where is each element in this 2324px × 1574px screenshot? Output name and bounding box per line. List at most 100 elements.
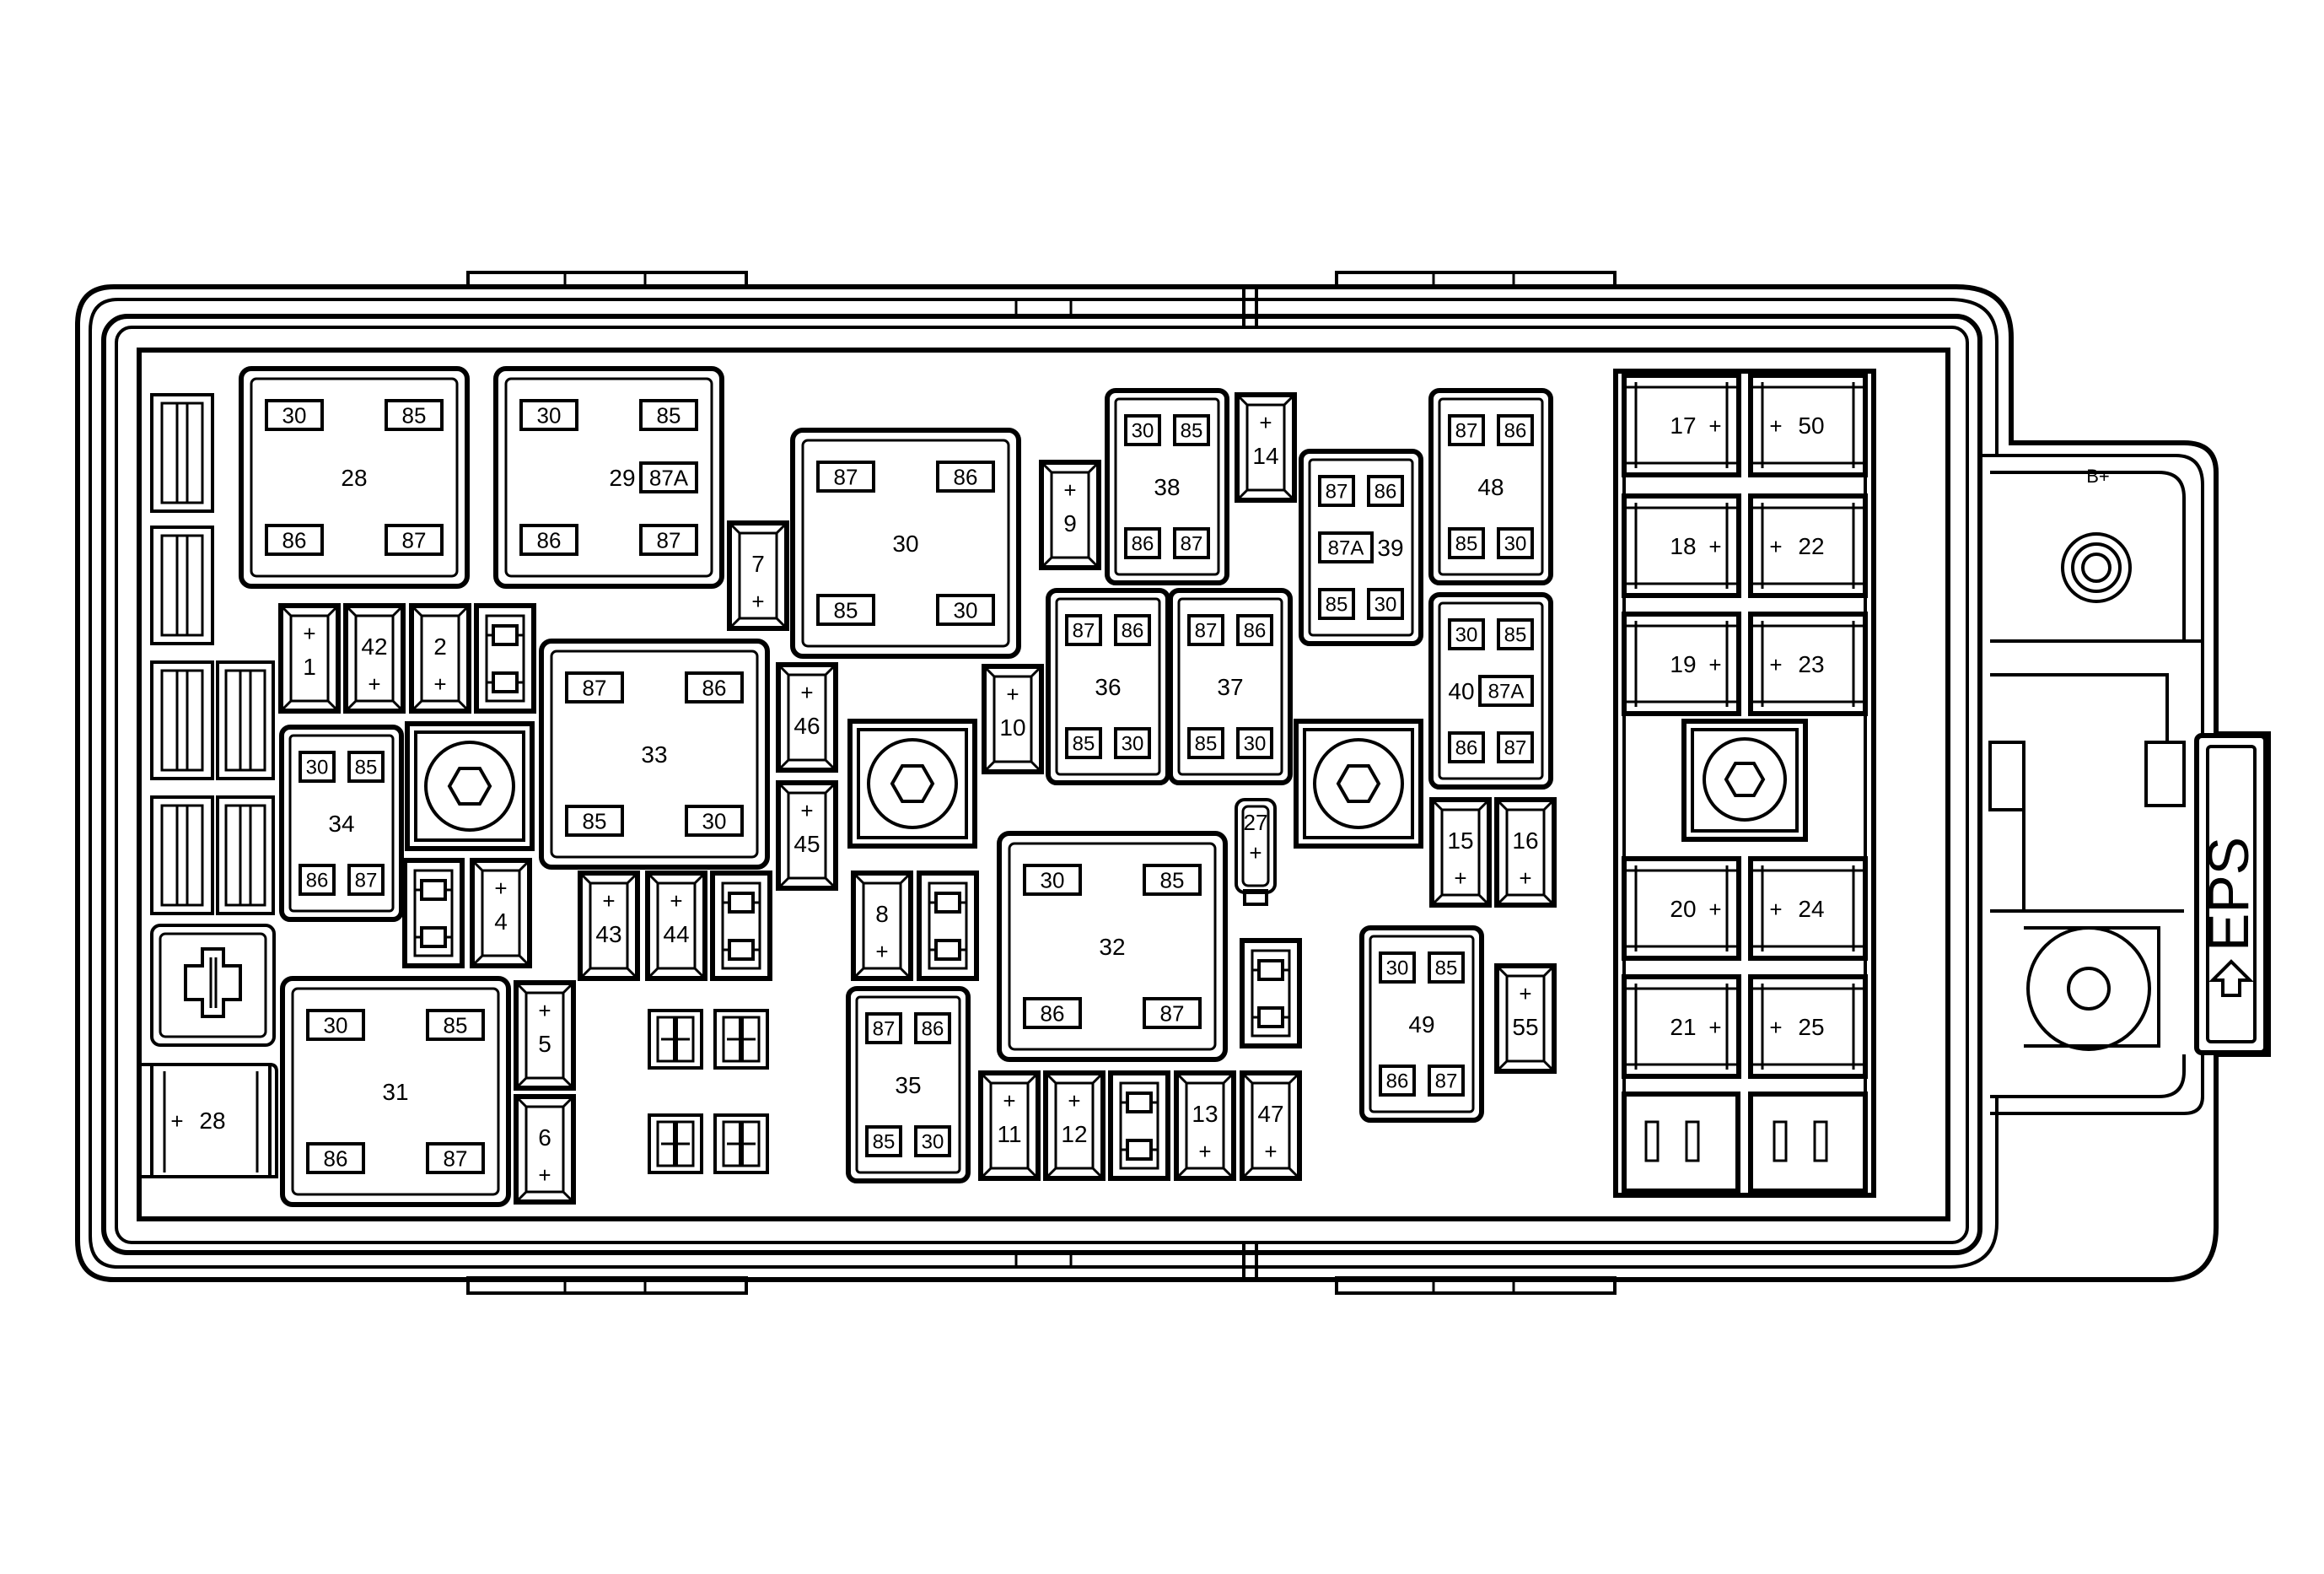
fuse-6-plus: + (538, 1162, 551, 1188)
fuse-10-label: 10 (999, 714, 1025, 741)
fuse-43-label: 43 (595, 921, 621, 947)
spare-fuse-holder (1240, 938, 1302, 1048)
mini-relay-48-pin-tl-box (1448, 414, 1485, 446)
maxi-fuse-label: 28 (199, 1108, 225, 1134)
relay-32-pin-tr: 85 (1160, 867, 1185, 892)
mini-relay-35-pin-bl-box (865, 1125, 902, 1157)
mini-relay-40-pin-tr-box (1497, 618, 1534, 650)
misc-components (402, 603, 1423, 1181)
fuse-27-label: 27 (1244, 810, 1268, 835)
mini-relay-49-pin-br-box (1428, 1065, 1465, 1097)
fuse-9-plus: + (1063, 477, 1076, 503)
jcase-fuse-21-plus: + (1708, 1015, 1721, 1040)
mini-relay-35-pin-bl: 85 (873, 1131, 896, 1154)
fuse-8: 8+ (851, 871, 913, 981)
jcase-fuse-23: +23 (1748, 612, 1868, 716)
mini-relay-39-pin-mid-box (1318, 531, 1374, 563)
relay-28-pin-bl-box (265, 524, 324, 556)
relay-29-pin-mid: 87A (649, 465, 689, 490)
mini-relay-39-pin-tr: 86 (1374, 481, 1397, 504)
mini-relay-48-pin-br-box (1497, 527, 1534, 559)
jcase-fuse-21: 21 + (1622, 974, 1741, 1079)
relay-32-pin-bl: 86 (1041, 1000, 1065, 1026)
relay-32-pin-tl: 30 (1041, 867, 1065, 892)
mini-relay-39-pin-tl-box (1318, 475, 1355, 507)
fuse-11: +11 (978, 1070, 1041, 1181)
jcase-fuse-50-label: 50 (1798, 412, 1824, 439)
fuse-11-label: 11 (997, 1121, 1021, 1147)
mini-relay-35-pin-tr: 86 (922, 1018, 944, 1041)
spare-fuse-holder (917, 871, 979, 981)
mini-relay-37-pin-br-box (1236, 727, 1273, 759)
fuse-44: +44 (645, 871, 707, 981)
mini-relay-49-pin-bl: 86 (1386, 1070, 1409, 1093)
relay-33-pin-tl: 87 (583, 675, 607, 700)
mini-relay-39-label: 39 (1377, 535, 1403, 561)
relay-33-pin-br: 30 (702, 808, 727, 833)
relay-31-pin-bl: 86 (324, 1145, 348, 1171)
fuse-16: 16+ (1494, 797, 1557, 908)
mini-relay-35-pin-tr-box (914, 1012, 951, 1044)
mini-relay-37-pin-bl-box (1187, 727, 1224, 759)
relay-30-pin-bl-box (816, 594, 875, 626)
diode-icon (713, 1009, 769, 1070)
mini-relay-40-pin-mid-box (1478, 675, 1534, 707)
fuse-8-plus: + (875, 939, 888, 964)
jcase-fuse-19-label: 19 (1670, 651, 1696, 677)
fuse-55: +55 (1494, 963, 1557, 1074)
relay-30-pin-tr-box (936, 461, 995, 493)
maxi-fuse-plus: + (170, 1108, 183, 1134)
fuse-6: 6+ (514, 1094, 576, 1205)
relay-29-pin-br-box (639, 524, 698, 556)
mini-relay-40-pin-bl: 86 (1455, 737, 1478, 760)
fuse-7-plus: + (751, 589, 764, 614)
mini-relay-36-label: 36 (1095, 674, 1121, 700)
fuse-13-plus: + (1198, 1139, 1211, 1164)
jcase-fuse-20-plus: + (1708, 897, 1721, 922)
mini-relay-48-pin-bl-box (1448, 527, 1485, 559)
relay-31-pin-br: 87 (444, 1145, 468, 1171)
fuse-27: 27+ (1235, 798, 1277, 906)
jcase-fuse-24-label: 24 (1798, 896, 1824, 922)
fuse-2: 2+ (409, 603, 471, 714)
jcase-fuse-50-plus: + (1769, 413, 1782, 439)
relay-30-pin-br-box (936, 594, 995, 626)
terminal-label: B+ (2086, 466, 2110, 487)
mini-relay-34-pin-br: 87 (355, 870, 378, 892)
mini-relay-39-pin-br: 30 (1374, 594, 1397, 617)
relay-32-pin-tr-box (1143, 864, 1202, 896)
fuse-4-label: 4 (494, 908, 508, 935)
jcase-fuse-17: 17+ (1622, 373, 1741, 477)
relay-31-pin-bl-box (306, 1142, 365, 1174)
relay-28-pin-br-box (385, 524, 444, 556)
mini-relay-40-pin-tr: 85 (1504, 624, 1527, 647)
jcase-fuse-24: +24 (1748, 856, 1868, 961)
relay-29-pin-tr-box (639, 399, 698, 431)
fuse-14: +14 (1235, 392, 1297, 503)
housing-outline (75, 271, 2271, 1295)
fuse-10: +10 (982, 664, 1044, 774)
jcase-fuse-22-label: 22 (1798, 533, 1824, 559)
mini-relay-40-pin-bl-box (1448, 731, 1485, 763)
mini-relay-39-pin-bl: 85 (1326, 594, 1348, 617)
fuse-44-plus: + (670, 888, 682, 914)
fuse-8-label: 8 (875, 901, 889, 927)
mini-relay-35-pin-br: 30 (922, 1131, 944, 1154)
mini-relay-40-pin-mid: 87A (1488, 681, 1525, 703)
relay-30-label: 30 (892, 531, 918, 557)
mini-relay-36-pin-tr-box (1114, 614, 1151, 646)
jcase-fuse-21-label: 21 (1670, 1014, 1696, 1040)
mini-relay-39-pin-mid: 87A (1328, 537, 1364, 560)
mini-relay-37-pin-tl: 87 (1195, 620, 1218, 643)
relay-30-pin-bl: 85 (834, 597, 858, 623)
relay-29-pin-bl: 86 (537, 527, 562, 553)
mini-relay-36-pin-tr: 86 (1122, 620, 1144, 643)
